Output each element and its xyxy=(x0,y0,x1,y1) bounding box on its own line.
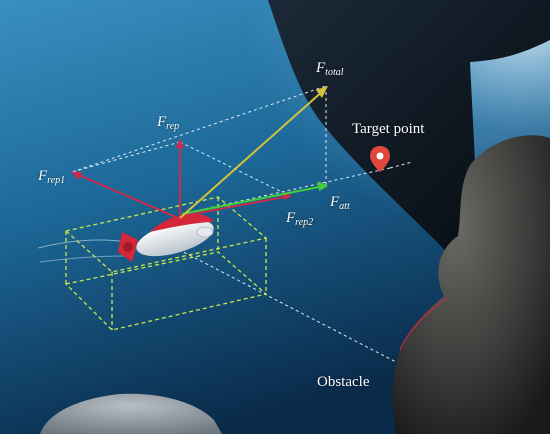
f-rep2-arrow xyxy=(181,195,291,217)
f-att-arrow xyxy=(181,185,325,215)
target-marker xyxy=(370,146,390,172)
vessel-hull xyxy=(268,0,550,265)
f-total-label: Ftotal xyxy=(316,60,344,78)
obstacle-label: Obstacle xyxy=(317,374,370,390)
repulsive-forces xyxy=(71,138,292,219)
f-total-arrow xyxy=(179,89,325,219)
f-rep1-arrow xyxy=(71,171,179,219)
obstacle-rock xyxy=(392,135,550,434)
seabed-rock xyxy=(40,393,222,434)
f-rep-label: Frep xyxy=(157,114,180,132)
submersible xyxy=(37,213,214,263)
f-rep2-label: Frep2 xyxy=(286,210,314,228)
target-point-label: Target point xyxy=(352,121,425,137)
f-rep1-label: Frep1 xyxy=(38,168,66,186)
f-att-label: Fatt xyxy=(330,194,350,212)
